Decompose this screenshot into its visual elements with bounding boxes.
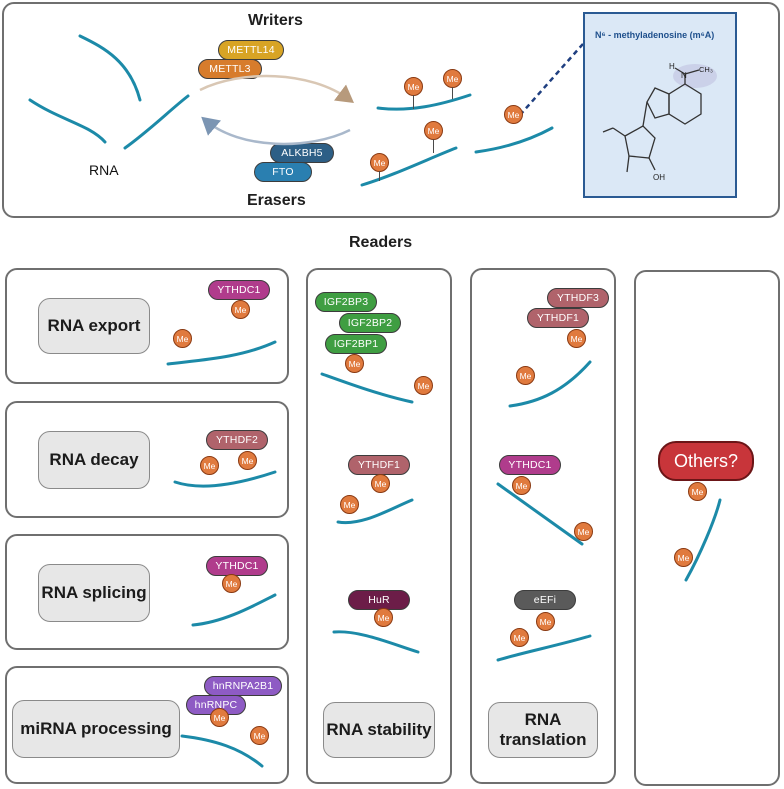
chem-oh: OH [653,173,665,182]
me-mark-icon: Me [345,354,364,373]
me-mark-icon: Me [536,612,555,631]
reader-hur: HuR [348,590,410,610]
panel-others [634,270,780,786]
reader-hnrnpa2b1: hnRNPA2B1 [204,676,282,696]
label-mirna-processing: miRNA processing [12,700,180,758]
me-mark-icon: Me [574,522,593,541]
others-bubble: Others? [658,441,754,481]
writer-mettl14: METTL14 [218,40,284,60]
writers-title: Writers [248,12,303,29]
me-mark-icon: Me [340,495,359,514]
rna-label: RNA [89,162,119,178]
reader-ythdf1-translation: YTHDF1 [527,308,589,328]
me-mark-icon: Me [250,726,269,745]
me-mark-icon: Me [231,300,250,319]
me-mark-icon: Me [510,628,529,647]
inset-title: N⁶ - methyladenosine (m⁶A) [595,30,715,40]
m6a-structure-inset: N⁶ - methyladenosine (m⁶A) H N CH₃ OH [583,12,737,198]
me-stem [378,171,381,181]
me-mark-icon: Me [567,329,586,348]
reader-hnrnpc: hnRNPC [186,695,246,715]
reader-igf2bp1: IGF2BP1 [325,334,387,354]
me-mark-icon: Me [200,456,219,475]
reader-ythdf3: YTHDF3 [547,288,609,308]
label-rna-stability: RNA stability [323,702,435,758]
reader-ythdf1-stability: YTHDF1 [348,455,410,475]
label-rna-decay: RNA decay [38,431,150,489]
me-stem [412,95,415,109]
me-stem [432,139,435,153]
me-mark-icon: Me [688,482,707,501]
me-mark-icon: Me [512,476,531,495]
arrow-icon [201,116,351,146]
me-mark-icon: Me [374,608,393,627]
me-mark-icon: Me [222,574,241,593]
rna-strand-icon [166,340,722,768]
eraser-fto: FTO [254,162,312,182]
readers-title: Readers [349,234,413,251]
me-stem [451,87,454,99]
reader-ythdf2-decay: YTHDF2 [206,430,268,450]
me-mark-icon: Me [414,376,433,395]
reader-ythdc1-translation: YTHDC1 [499,455,561,475]
label-rna-export: RNA export [38,298,150,354]
adenosine-structure-icon: H N CH₃ OH [602,62,717,182]
reader-igf2bp2: IGF2BP2 [339,313,401,333]
me-mark-icon: Me [516,366,535,385]
chem-ch3: CH₃ [699,65,713,74]
me-mark-icon: Me [404,77,423,96]
me-mark-icon: Me [371,474,390,493]
reader-eefi: eEFi [514,590,576,610]
rna-strand-icon [28,34,554,187]
chem-h: H [669,62,675,71]
me-mark-icon: Me [674,548,693,567]
chem-n: N [681,71,687,80]
arrow-icon [199,74,355,103]
label-rna-translation: RNA translation [488,702,598,758]
me-mark-icon: Me [173,329,192,348]
me-mark-icon: Me [210,708,229,727]
reader-ythdc1-export: YTHDC1 [208,280,270,300]
erasers-title: Erasers [247,192,306,209]
label-rna-splicing: RNA splicing [38,564,150,622]
panel-rna-stability [306,268,452,784]
me-mark-icon: Me [238,451,257,470]
me-mark-icon: Me [504,105,523,124]
reader-igf2bp3: IGF2BP3 [315,292,377,312]
